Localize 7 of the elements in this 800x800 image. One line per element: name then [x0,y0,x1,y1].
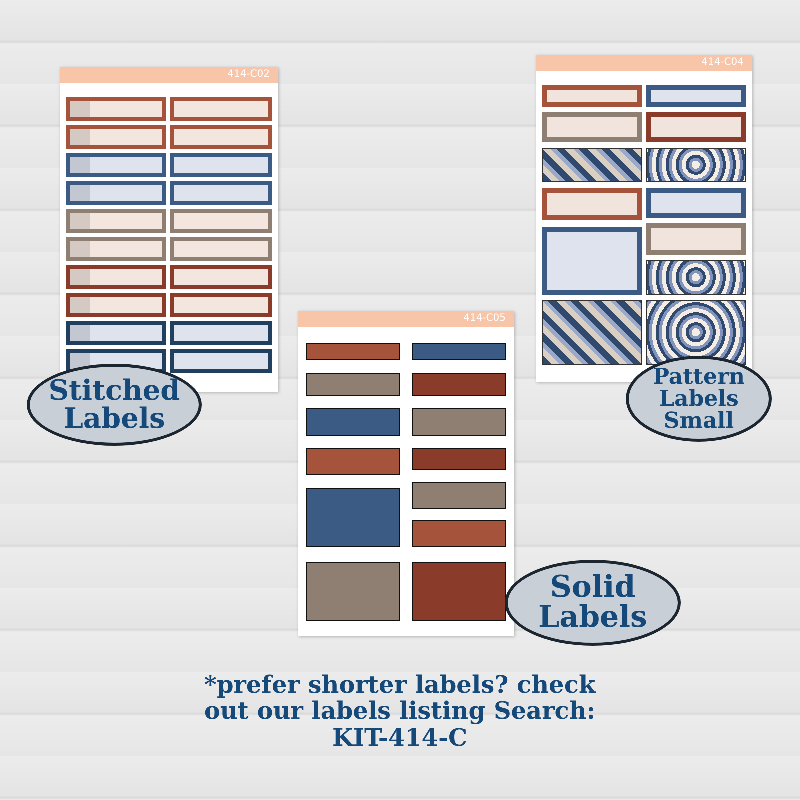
sheet-code: 414-C04 [702,57,744,68]
sheet-code: 414-C02 [228,69,270,80]
callout-text: Pattern Labels Small [652,366,746,432]
callout-text: Stitched Labels [48,377,182,433]
sheet-code: 414-C05 [464,313,506,324]
promo-note: *prefer shorter labels? check out our labels listing Search: KIT-414-C [203,672,597,752]
callout-text: Solid Labels [538,573,648,633]
